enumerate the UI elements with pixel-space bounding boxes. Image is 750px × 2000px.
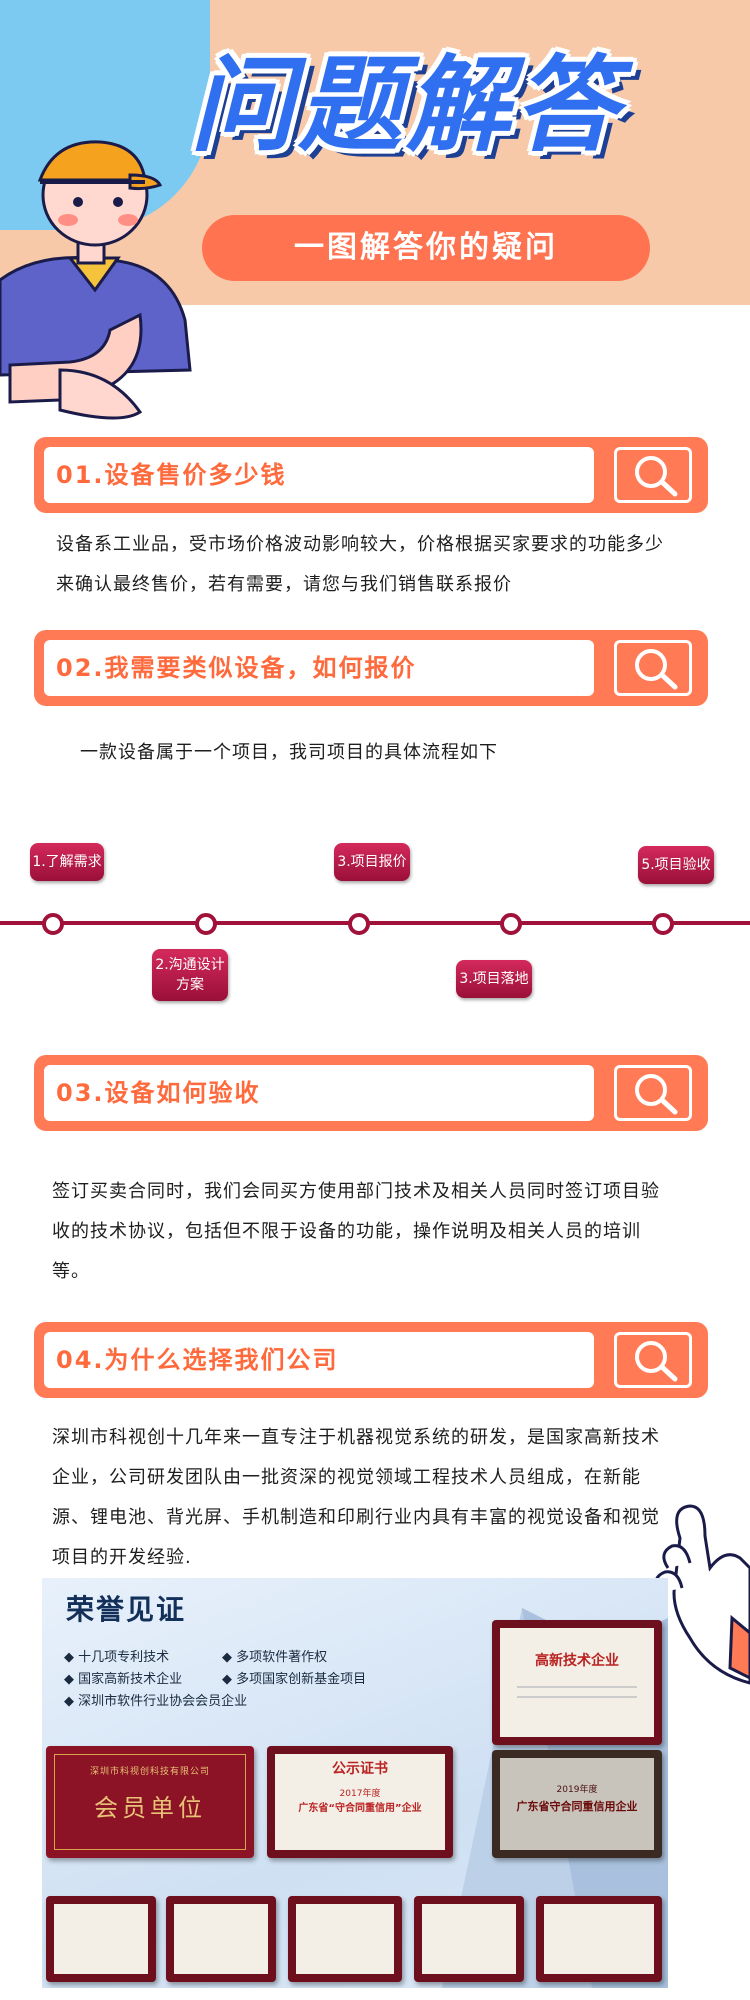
section-body-1: 设备系工业品，受市场价格波动影响较大，价格根据买家要求的功能多少来确认最终售价，… <box>56 534 664 595</box>
certificate-title: 高新技术企业 <box>535 1653 619 1669</box>
section-body-3: 签订买卖合同时，我们会同买方使用部门技术及相关人员同时签订项目验收的技术协议，包… <box>52 1181 660 1282</box>
honor-item: ◆ 多项国家创新基金项目 <box>222 1672 367 1687</box>
diamond-icon: ◆ <box>222 1650 237 1665</box>
page-title: 问题解答 <box>190 44 623 166</box>
timeline-dot <box>42 913 64 935</box>
honors-title: 荣誉见证 <box>66 1593 187 1626</box>
timeline-line <box>0 921 750 925</box>
pointing-hand-icon <box>654 1504 750 1685</box>
timeline-step-3: 3.项目报价 <box>334 843 410 881</box>
section-header-panel: 01.设备售价多少钱 <box>44 447 594 503</box>
certificate-name: 广东省“守合同重信用”企业 <box>298 1803 422 1814</box>
section-header-label: 02.我需要类似设备，如何报价 <box>56 654 417 682</box>
patent-certificate <box>536 1896 662 1982</box>
timeline-dot <box>500 913 522 935</box>
section-header-label: 03.设备如何验收 <box>56 1079 261 1107</box>
section-header-panel: 02.我需要类似设备，如何报价 <box>44 640 594 696</box>
high-tech-certificate: 高新技术企业 <box>492 1620 662 1745</box>
certificate-name: 广东省守合同重信用企业 <box>516 1800 638 1813</box>
diamond-icon: ◆ <box>64 1694 79 1709</box>
section-header-2: 02.我需要类似设备，如何报价 <box>34 630 708 706</box>
diamond-icon: ◆ <box>64 1672 79 1687</box>
magnifier-icon <box>614 1065 692 1121</box>
timeline-dot <box>652 913 674 935</box>
member-certificate: 深圳市科视创科技有限公司 会员单位 <box>46 1746 254 1858</box>
timeline-step-5: 5.项目验收 <box>638 846 714 884</box>
section-header-4: 04.为什么选择我们公司 <box>34 1322 708 1398</box>
magnifier-icon <box>614 1332 692 1388</box>
section-header-panel: 04.为什么选择我们公司 <box>44 1332 594 1388</box>
certificate-title: 公示证书 <box>332 1761 388 1777</box>
worker-illustration-icon <box>0 140 192 420</box>
honor-item: ◆ 深圳市软件行业协会会员企业 <box>64 1694 248 1709</box>
section-header-label: 01.设备售价多少钱 <box>56 461 287 489</box>
honor-item: ◆ 多项软件著作权 <box>222 1650 328 1665</box>
certificate-year: 2019年度 <box>556 1785 598 1795</box>
section-body-4: 深圳市科视创十几年来一直专注于机器视觉系统的研发，是国家高新技术企业，公司研发团… <box>52 1427 660 1568</box>
magnifier-icon <box>614 640 692 696</box>
contract-certificate: 公示证书 2017年度 广东省“守合同重信用”企业 <box>267 1746 453 1858</box>
timeline-dot <box>195 913 217 935</box>
patent-certificate <box>414 1896 524 1982</box>
diamond-icon: ◆ <box>222 1672 237 1687</box>
section-header-label: 04.为什么选择我们公司 <box>56 1346 339 1374</box>
honor-item: ◆ 十几项专利技术 <box>64 1650 170 1665</box>
patent-certificate <box>288 1896 402 1982</box>
timeline-step-1: 1.了解需求 <box>30 843 104 881</box>
timeline-step-4: 3.项目落地 <box>456 960 532 998</box>
certificate-org: 深圳市科视创科技有限公司 <box>89 1767 210 1777</box>
timeline-step-2: 2.沟通设计方案 <box>152 949 228 1001</box>
magnifier-icon <box>614 447 692 503</box>
section-body-2: 一款设备属于一个项目，我司项目的具体流程如下 <box>80 742 498 763</box>
honors-panel: 荣誉见证 ◆ 十几项专利技术 ◆ 多项软件著作权 ◆ 国家高新技术企业 ◆ 多项… <box>42 1578 668 1988</box>
section-header-3: 03.设备如何验收 <box>34 1055 708 1131</box>
honor-item: ◆ 国家高新技术企业 <box>64 1672 183 1687</box>
timeline-dot <box>348 913 370 935</box>
patent-certificate <box>166 1896 276 1982</box>
certificate-year: 2017年度 <box>339 1789 381 1799</box>
section-header-1: 01.设备售价多少钱 <box>34 437 708 513</box>
credit-plaque: 2019年度 广东省守合同重信用企业 <box>492 1750 662 1858</box>
certificate-title: 会员单位 <box>94 1794 206 1822</box>
page-subtitle: 一图解答你的疑问 <box>202 215 650 281</box>
diamond-icon: ◆ <box>64 1650 79 1665</box>
patent-certificate <box>46 1896 156 1982</box>
section-header-panel: 03.设备如何验收 <box>44 1065 594 1121</box>
